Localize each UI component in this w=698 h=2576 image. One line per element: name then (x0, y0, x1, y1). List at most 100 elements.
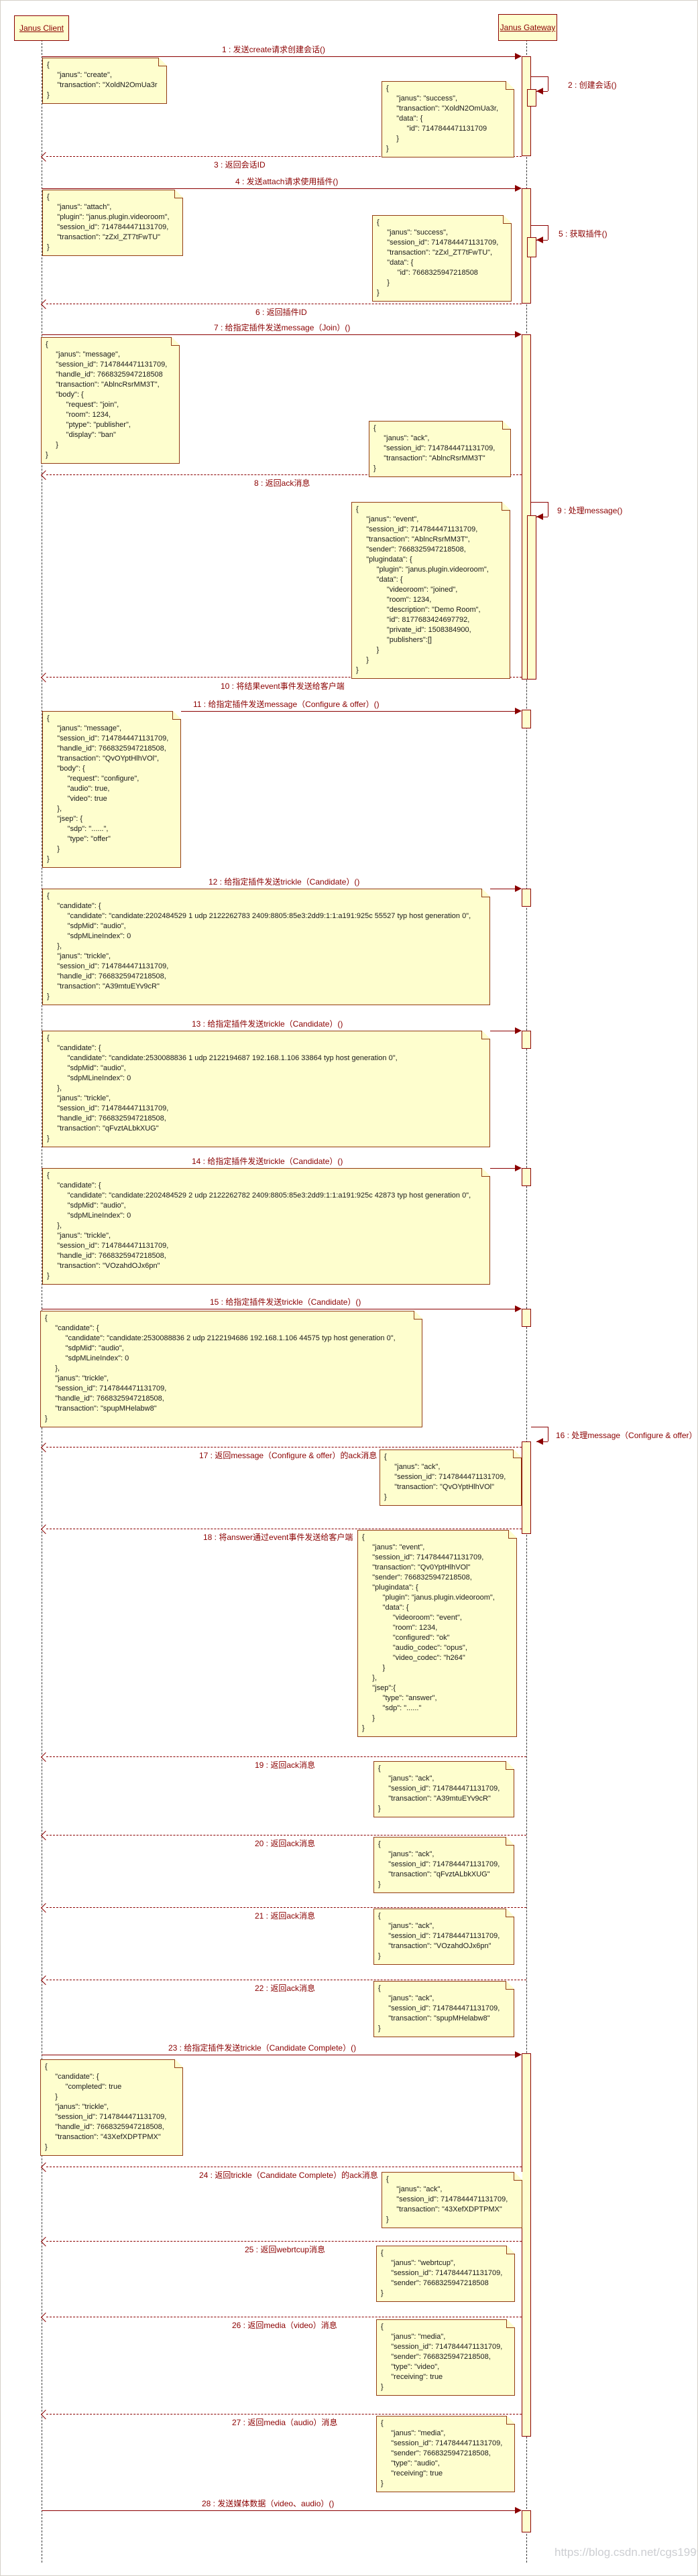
note-create-success: { "janus": "success", "transaction": "Xo… (382, 81, 514, 157)
note-trickle-complete-text: { "candidate": { "completed": true } "ja… (45, 2063, 167, 2151)
message-26-label: 26 : 返回media（video）消息 (232, 2321, 337, 2330)
actor-box-janus-client: Janus Client (14, 15, 69, 41)
message-28-arrow (42, 2510, 516, 2511)
note-fold-corner-icon (506, 81, 514, 90)
note-ack-trickle-3: { "janus": "ack", "session_id": 71478444… (373, 1909, 514, 1965)
message-18-arrowhead (40, 1524, 51, 1535)
message-19-arrow (46, 1756, 526, 1757)
activation-bar-12 (522, 1441, 531, 1534)
message-28-arrowhead (515, 2507, 522, 2514)
message-7-arrowhead (515, 331, 522, 338)
note-configure-ack-text: { "janus": "ack", "session_id": 71478444… (384, 1453, 506, 1501)
note-ack-trickle-1: { "janus": "ack", "session_id": 71478444… (373, 1761, 514, 1817)
note-ack-trickle-4: { "janus": "ack", "session_id": 71478444… (373, 1981, 514, 2037)
note-ack-trickle-4-text: { "janus": "ack", "session_id": 71478444… (378, 1984, 500, 2033)
note-fold-corner-icon (514, 2172, 522, 2181)
message-2-self-top (531, 76, 548, 77)
watermark: https://blog.csdn.net/cgs1999 (555, 2546, 698, 2559)
note-attach-success: { "janus": "success", "session_id": 7147… (372, 215, 512, 302)
message-20-arrow (46, 1835, 526, 1836)
message-23-label: 23 : 给指定插件发送trickle（Candidate Complete）(… (168, 2043, 357, 2053)
note-configure-ack: { "janus": "ack", "session_id": 71478444… (380, 1450, 522, 1506)
message-26-arrowhead (40, 2312, 51, 2323)
message-10-arrow (46, 677, 522, 678)
note-trickle-2: { "candidate": { "candidate": "candidate… (42, 1031, 490, 1147)
note-trickle-complete: { "candidate": { "completed": true } "ja… (40, 2059, 183, 2156)
activation-bar-6 (527, 515, 536, 680)
note-fold-corner-icon (174, 190, 183, 198)
note-fold-corner-icon (506, 1761, 514, 1770)
note-join-ack-text: { "janus": "ack", "session_id": 71478444… (373, 424, 496, 472)
message-1-arrow (42, 56, 516, 57)
message-21-label: 21 : 返回ack消息 (255, 1911, 316, 1921)
note-ack-trickle-3-text: { "janus": "ack", "session_id": 71478444… (378, 1912, 500, 1960)
message-13-label: 13 : 给指定插件发送trickle（Candidate）() (192, 1019, 343, 1029)
note-trickle-3: { "candidate": { "candidate": "candidate… (42, 1168, 490, 1285)
note-fold-corner-icon (506, 2416, 515, 2425)
activation-bar-14 (522, 2510, 531, 2532)
note-join: { "janus": "message", "session_id": 7147… (41, 337, 180, 464)
message-16-label: 16 : 处理message（Configure & offer）() (556, 1431, 698, 1440)
actor-label-janus-gateway: Janus Gateway (500, 23, 556, 32)
message-3-arrowhead (40, 151, 51, 162)
note-attach-success-text: { "janus": "success", "session_id": 7147… (377, 218, 499, 297)
actor-label-janus-client: Janus Client (19, 23, 64, 33)
note-ack-complete-text: { "janus": "ack", "session_id": 71478444… (386, 2175, 508, 2224)
message-3-arrow (46, 156, 522, 157)
note-fold-corner-icon (158, 58, 167, 66)
note-create-text: { "janus": "create", "transaction": "Xol… (47, 61, 158, 99)
note-media-video-text: { "janus": "media", "session_id": 714784… (381, 2323, 503, 2391)
message-18-label: 18 : 将answer通过event事件发送给客户端 (203, 1533, 353, 1542)
message-5-self-top (531, 225, 548, 226)
activation-bar-11 (522, 1309, 531, 1327)
note-media-video: { "janus": "media", "session_id": 714784… (376, 2319, 515, 2396)
note-trickle-4-text: { "candidate": { "candidate": "candidate… (45, 1314, 396, 1423)
note-fold-corner-icon (506, 2319, 515, 2328)
message-2-label: 2 : 创建会话() (568, 80, 617, 90)
note-answer-event-text: { "janus": "event", "session_id": 714784… (362, 1533, 495, 1732)
message-4-label: 4 : 发送attach请求使用插件() (235, 177, 339, 186)
message-8-label: 8 : 返回ack消息 (254, 478, 310, 488)
note-attach: { "janus": "attach", "plugin": "janus.pl… (42, 190, 183, 256)
message-12-label: 12 : 给指定插件发送trickle（Candidate）() (209, 877, 360, 887)
message-4-arrow (42, 188, 516, 189)
message-21-arrowhead (40, 1903, 51, 1913)
message-9-arrowhead (536, 513, 543, 520)
message-15-arrowhead (515, 1305, 522, 1312)
note-fold-corner-icon (506, 1909, 514, 1917)
message-28-label: 28 : 发送媒体数据（video、audio）() (202, 2499, 335, 2508)
note-create-success-text: { "janus": "success", "transaction": "Xo… (386, 84, 499, 153)
message-4-arrowhead (515, 185, 522, 192)
activation-bar-4 (527, 237, 536, 257)
message-25-label: 25 : 返回webrtcup消息 (245, 2245, 326, 2254)
message-16-arrowhead (536, 1438, 543, 1445)
message-24-arrowhead (40, 2162, 51, 2173)
note-fold-corner-icon (174, 2059, 183, 2068)
activation-bar-8 (522, 889, 531, 907)
note-webrtcup: { "janus": "webrtcup", "session_id": 714… (376, 2246, 515, 2302)
message-21-arrow (46, 1907, 526, 1908)
message-6-label: 6 : 返回插件ID (255, 308, 307, 317)
message-5-label: 5 : 获取插件() (559, 229, 607, 239)
activation-bar-13 (522, 2053, 531, 2437)
note-fold-corner-icon (171, 337, 180, 346)
message-20-label: 20 : 返回ack消息 (255, 1839, 316, 1848)
note-attach-text: { "janus": "attach", "plugin": "janus.pl… (47, 193, 170, 251)
message-27-label: 27 : 返回media（audio）消息 (232, 2418, 338, 2427)
message-9-self-top (531, 502, 548, 503)
note-trickle-2-text: { "candidate": { "candidate": "candidate… (47, 1034, 398, 1143)
message-25-arrowhead (40, 2236, 51, 2247)
note-join-text: { "janus": "message", "session_id": 7147… (46, 340, 168, 459)
message-8-arrowhead (40, 470, 51, 480)
message-2-arrowhead (536, 88, 543, 94)
message-17-arrowhead (40, 1442, 51, 1453)
message-20-arrowhead (40, 1830, 51, 1841)
note-fold-corner-icon (502, 421, 511, 430)
note-fold-corner-icon (506, 2246, 515, 2254)
note-ack-trickle-2: { "janus": "ack", "session_id": 71478444… (373, 1837, 514, 1893)
message-8-arrow (46, 474, 522, 475)
note-trickle-4: { "candidate": { "candidate": "candidate… (40, 1311, 422, 1427)
note-fold-corner-icon (172, 711, 181, 720)
message-25-arrow (46, 2241, 522, 2242)
